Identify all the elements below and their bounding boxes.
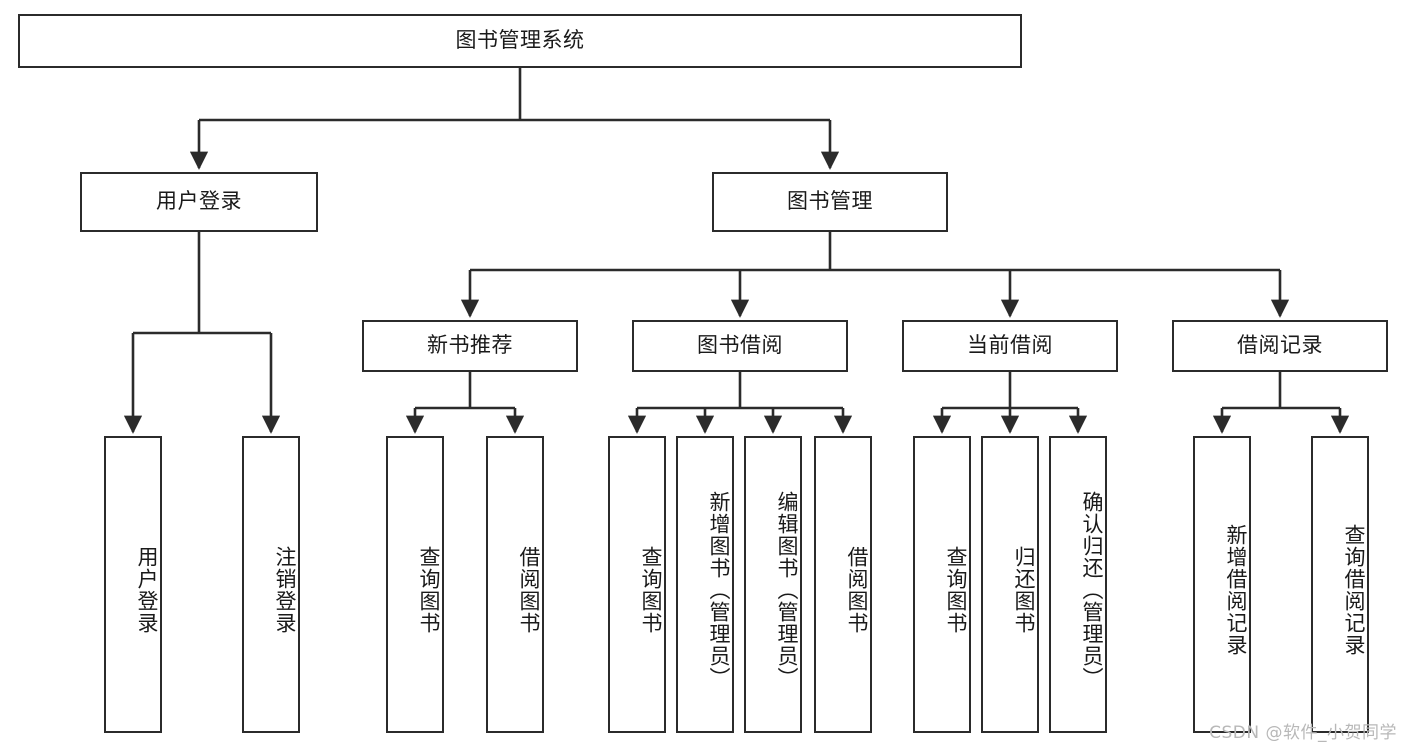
node-label: 用户登录 [156,189,242,214]
leaf-confirm-return-admin[interactable]: 确认归还（管理员） [1049,436,1107,733]
node-current-borrow[interactable]: 当前借阅 [902,320,1118,372]
node-label: 新书推荐 [427,333,513,358]
node-label: 借阅图书 [517,545,541,634]
leaf-edit-book-admin[interactable]: 编辑图书（管理员） [744,436,802,733]
node-label: 用户登录 [135,545,159,634]
node-label: 借阅记录 [1237,333,1323,358]
leaf-return-book[interactable]: 归还图书 [981,436,1039,733]
node-label: 图书管理系统 [455,28,585,53]
node-label: 归还图书 [1012,545,1036,634]
node-label: 注销登录 [273,545,297,634]
csdn-watermark: CSDN @软件_小贺同学 [1209,723,1397,743]
node-borrow-records[interactable]: 借阅记录 [1172,320,1388,372]
leaf-query-book-current[interactable]: 查询图书 [913,436,971,733]
node-label: 编辑图书（管理员） [775,490,799,689]
leaf-borrow-book[interactable]: 借阅图书 [814,436,872,733]
node-label: 图书借阅 [697,333,783,358]
node-new-book-recommend[interactable]: 新书推荐 [362,320,578,372]
node-label: 查询图书 [417,545,441,634]
leaf-logout[interactable]: 注销登录 [242,436,300,733]
leaf-query-book-recommend[interactable]: 查询图书 [386,436,444,733]
node-label: 查询借阅记录 [1342,523,1366,656]
node-label: 当前借阅 [967,333,1053,358]
node-user-login[interactable]: 用户登录 [80,172,318,232]
node-label: 图书管理 [787,189,873,214]
node-label: 新增借阅记录 [1224,523,1248,656]
node-label: 查询图书 [944,545,968,634]
node-root-book-management-system[interactable]: 图书管理系统 [18,14,1022,68]
leaf-query-book-borrow[interactable]: 查询图书 [608,436,666,733]
node-label: 确认归还（管理员） [1080,490,1104,689]
leaf-user-login[interactable]: 用户登录 [104,436,162,733]
leaf-add-book-admin[interactable]: 新增图书（管理员） [676,436,734,733]
leaf-borrow-book-recommend[interactable]: 借阅图书 [486,436,544,733]
node-book-borrow[interactable]: 图书借阅 [632,320,848,372]
node-label: 新增图书（管理员） [707,490,731,689]
leaf-query-borrow-record[interactable]: 查询借阅记录 [1311,436,1369,733]
node-label: 查询图书 [639,545,663,634]
leaf-add-borrow-record[interactable]: 新增借阅记录 [1193,436,1251,733]
node-label: 借阅图书 [845,545,869,634]
node-book-management[interactable]: 图书管理 [712,172,948,232]
